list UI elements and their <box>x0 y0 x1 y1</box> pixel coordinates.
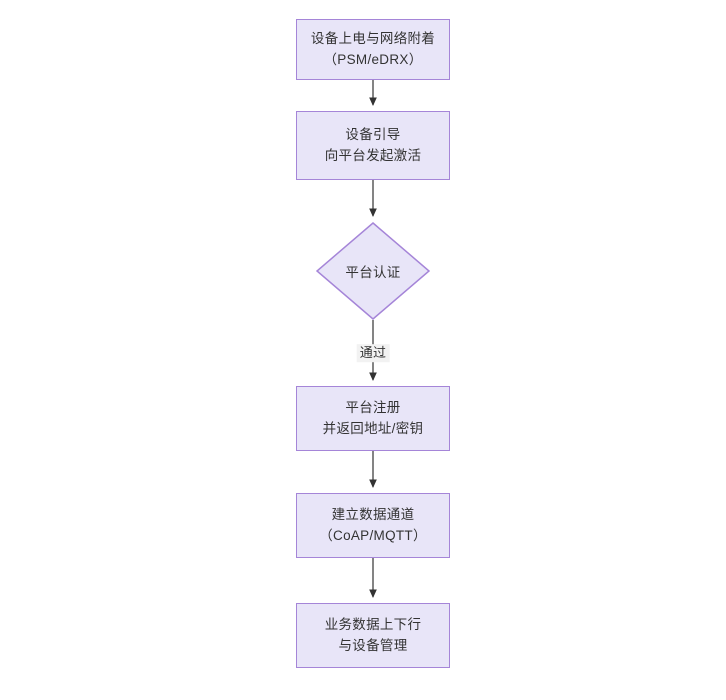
node-power-on-line-1: 设备上电与网络附着 <box>310 30 436 46</box>
node-data-channel-line-1: 建立数据通道 <box>331 506 415 522</box>
node-business-data-line-2: 与设备管理 <box>338 637 408 653</box>
node-platform-register-line-2: 并返回地址/密钥 <box>322 420 424 436</box>
node-business-data-line-1: 业务数据上下行 <box>324 616 422 632</box>
edge-label-pass: 通过 <box>356 344 390 362</box>
diamond-shape <box>316 222 430 320</box>
node-power-on[interactable]: 设备上电与网络附着 （PSM/eDRX） <box>296 19 450 80</box>
node-bootstrap-line-1: 设备引导 <box>345 126 401 142</box>
node-data-channel-line-2: （CoAP/MQTT） <box>319 527 427 543</box>
node-bootstrap[interactable]: 设备引导 向平台发起激活 <box>296 111 450 180</box>
node-platform-register-line-1: 平台注册 <box>345 399 401 415</box>
node-business-data[interactable]: 业务数据上下行 与设备管理 <box>296 603 450 668</box>
node-power-on-line-2: （PSM/eDRX） <box>323 51 423 67</box>
node-platform-auth[interactable]: 平台认证 <box>316 222 430 320</box>
node-data-channel[interactable]: 建立数据通道 （CoAP/MQTT） <box>296 493 450 558</box>
node-bootstrap-line-2: 向平台发起激活 <box>324 147 422 163</box>
node-platform-auth-label: 平台认证 <box>345 265 401 280</box>
node-platform-register[interactable]: 平台注册 并返回地址/密钥 <box>296 386 450 451</box>
